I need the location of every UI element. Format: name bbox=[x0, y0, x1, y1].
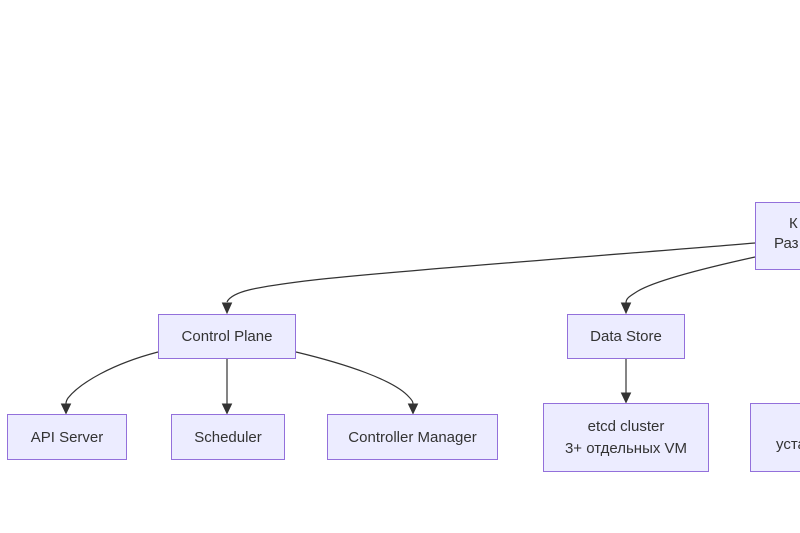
node-data-store-label: Data Store bbox=[590, 328, 662, 345]
node-cluster-label-line1: К bbox=[789, 215, 798, 232]
node-control-plane-label: Control Plane bbox=[181, 328, 273, 345]
arrowhead-control-plane bbox=[221, 302, 233, 315]
node-cluster: К Раз bbox=[755, 202, 800, 270]
edge-cluster-to-control-plane bbox=[226, 242, 756, 303]
arrowhead-api-server bbox=[60, 403, 72, 415]
arrowhead-data-store bbox=[620, 302, 632, 315]
node-etcd-cluster-label-line2: 3+ отдельных VM bbox=[564, 439, 688, 457]
edge-cluster-to-data-store bbox=[625, 256, 756, 304]
arrowhead-scheduler bbox=[221, 403, 233, 415]
node-cluster-label-line2: Раз bbox=[774, 235, 799, 252]
node-controller-manager: Controller Manager bbox=[327, 414, 498, 460]
node-api-server-label: API Server bbox=[30, 428, 104, 446]
node-data-store: Data Store bbox=[567, 314, 685, 359]
node-controller-manager-label: Controller Manager bbox=[348, 428, 477, 446]
node-install-label: уста bbox=[776, 436, 800, 453]
node-control-plane: Control Plane bbox=[158, 314, 296, 359]
node-scheduler-label: Scheduler bbox=[194, 428, 262, 446]
node-install: уста bbox=[750, 403, 800, 472]
edge-control-plane-to-controller-manager bbox=[295, 351, 414, 404]
node-api-server: API Server bbox=[7, 414, 127, 460]
edge-control-plane-to-api-server bbox=[65, 351, 159, 404]
arrowhead-etcd-cluster bbox=[620, 392, 632, 404]
node-etcd-cluster-label-line1: etcd cluster bbox=[587, 417, 665, 435]
node-scheduler: Scheduler bbox=[171, 414, 285, 460]
node-etcd-cluster: etcd cluster 3+ отдельных VM bbox=[543, 403, 709, 472]
arrowhead-controller-manager bbox=[407, 403, 419, 415]
